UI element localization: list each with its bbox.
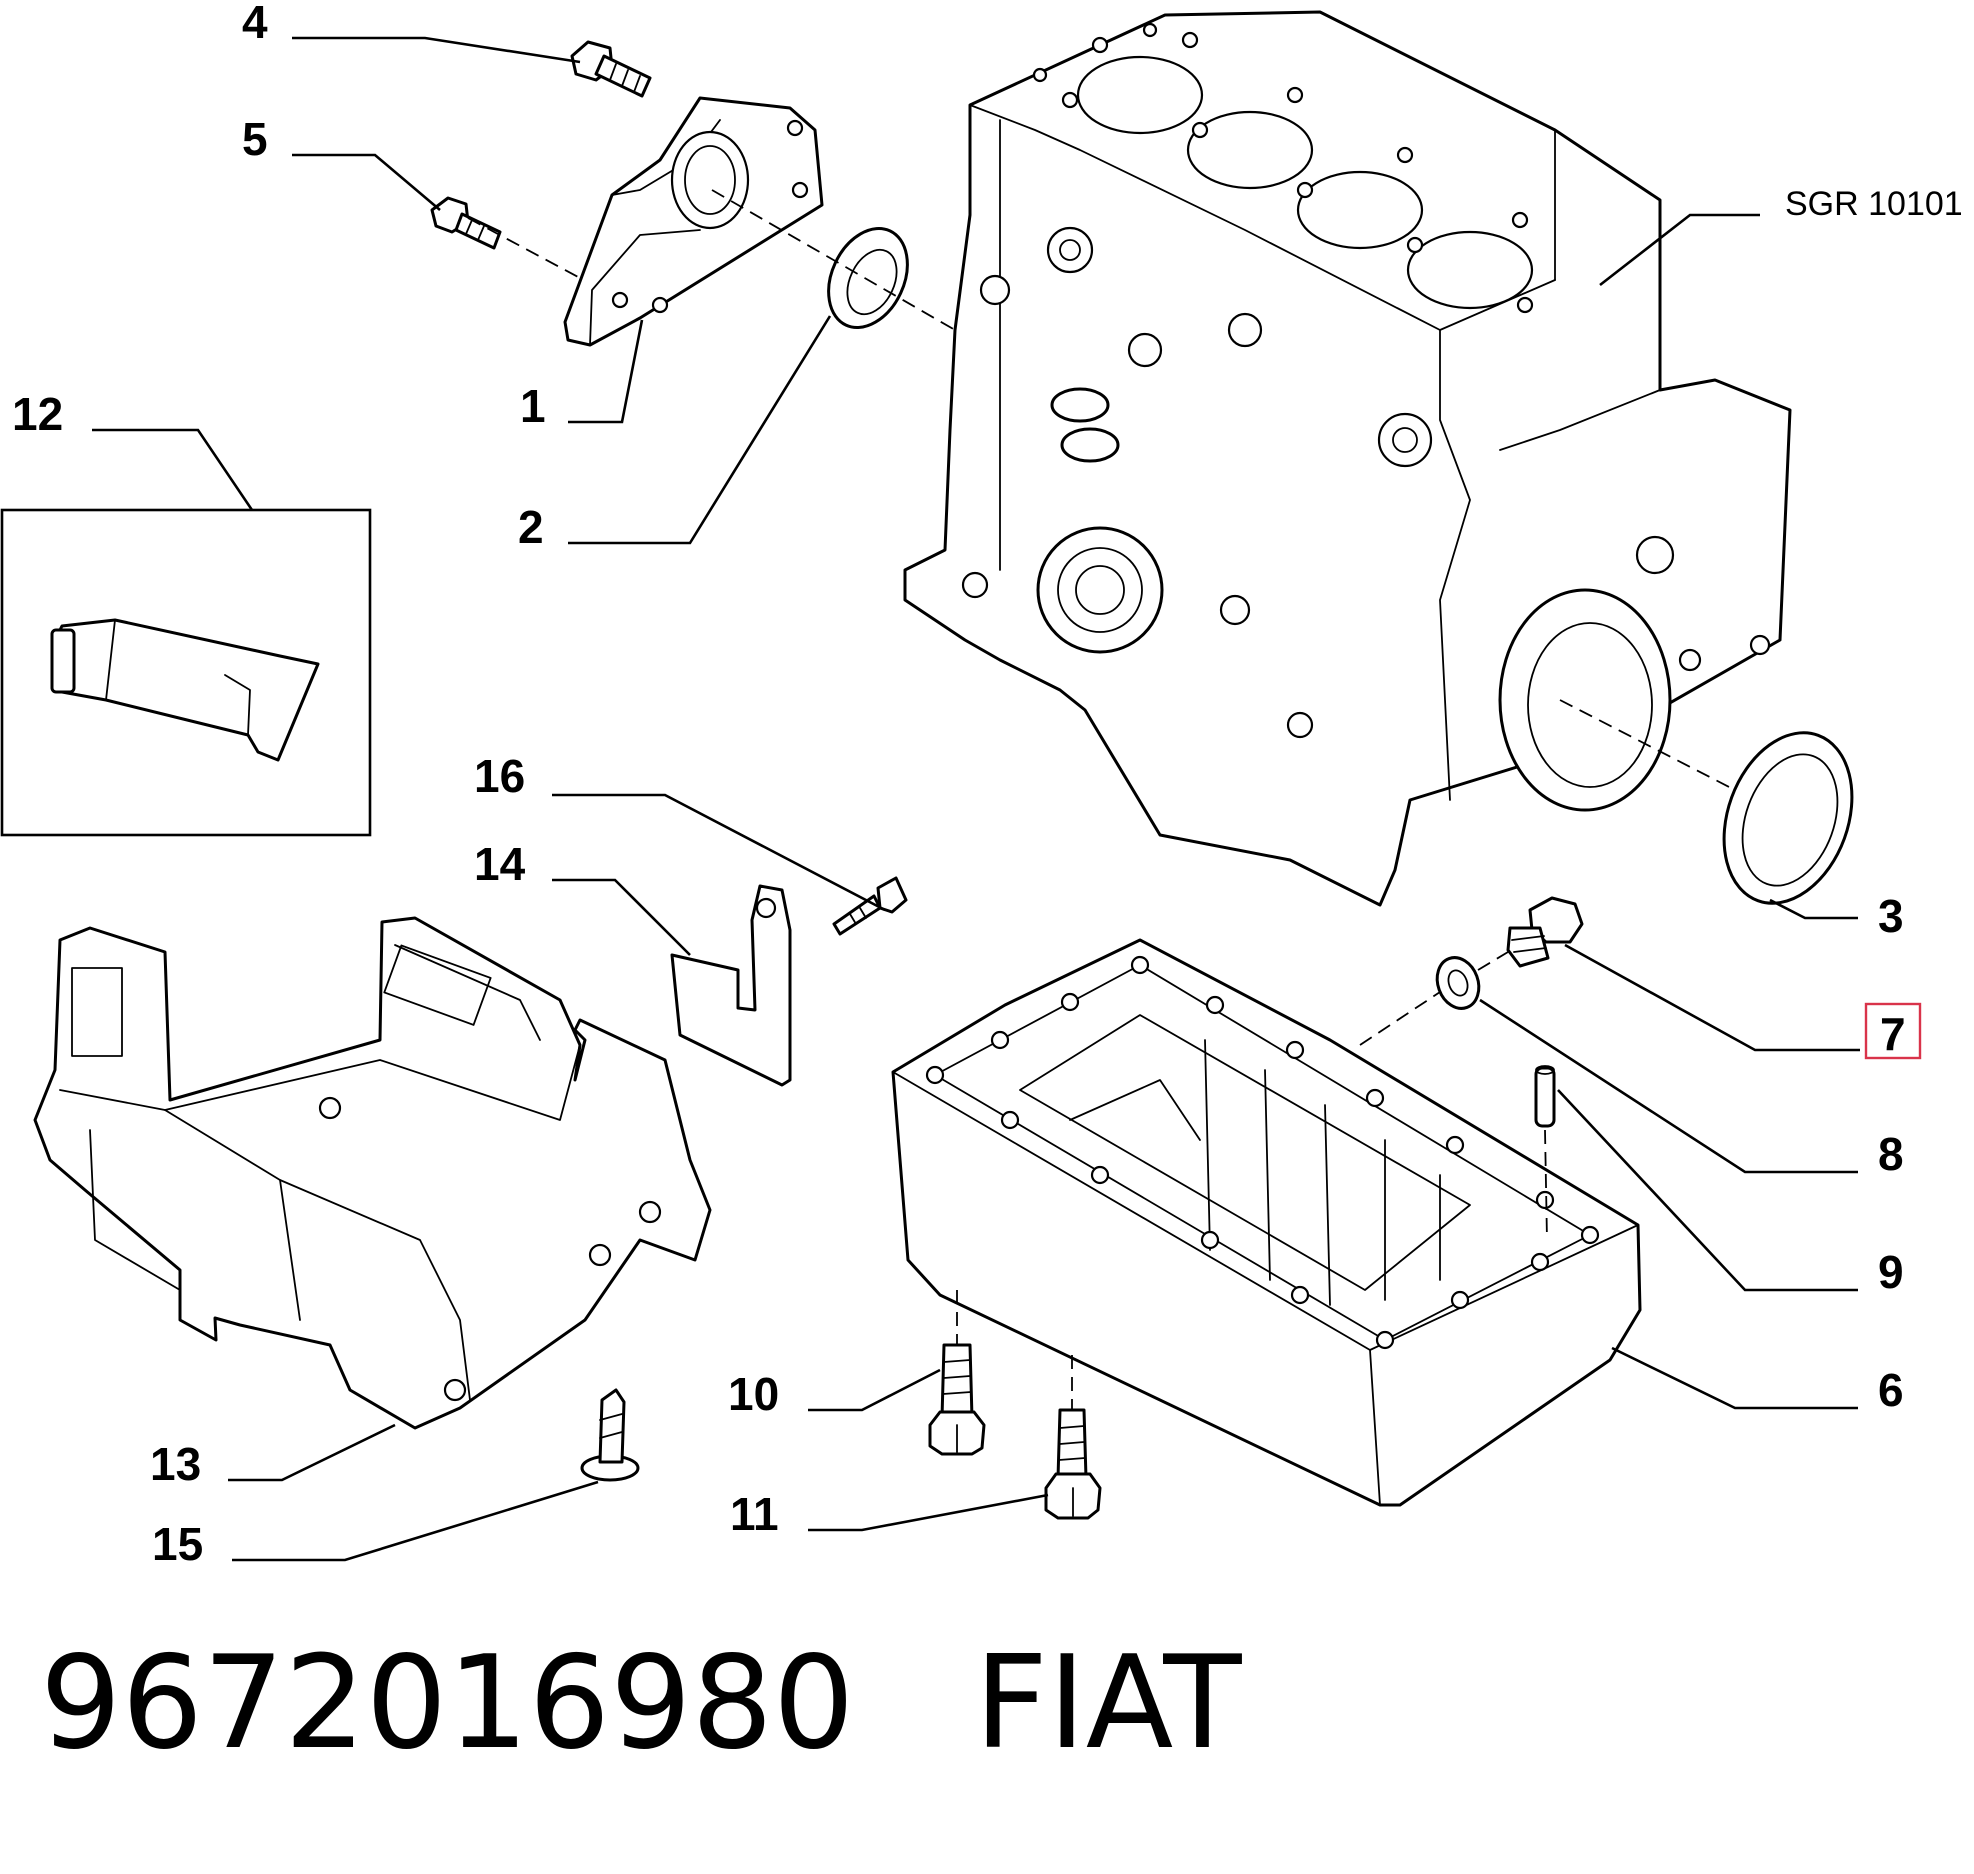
- dowel-pin-9: [1534, 1065, 1556, 1128]
- head-bolt-holes: [1032, 22, 1534, 314]
- sealant-tube-box: [0, 508, 372, 837]
- callout-7-highlighted: 7: [1880, 1008, 1906, 1060]
- bracket-14: [670, 884, 792, 1087]
- callout-11: 11: [730, 1488, 779, 1540]
- washer-8: [1435, 956, 1481, 1010]
- callout-5: 5: [242, 113, 268, 165]
- oil-pan-bolt-holes: [925, 955, 1600, 1350]
- leader-lines: [92, 36, 1860, 1562]
- callout-9: 9: [1878, 1246, 1904, 1298]
- callout-3: 3: [1878, 890, 1904, 942]
- callout-15: 15: [152, 1518, 203, 1570]
- callout-14: 14: [474, 838, 526, 890]
- rear-seal-bore: [1498, 588, 1672, 812]
- rear-oil-seal: [1722, 731, 1854, 905]
- callout-13: 13: [150, 1438, 201, 1490]
- under-shield-13: [33, 916, 712, 1430]
- bolt-5: [430, 196, 502, 250]
- callout-labels: 4 5 1 2 12 16 14 13 15 10 11 3 7 8 9 6 S…: [12, 0, 1963, 1570]
- screw-15: [580, 1388, 640, 1482]
- engine-block: [903, 10, 1792, 907]
- assembly-reference: SGR 10101: [1785, 185, 1963, 223]
- highlight-box: [1864, 1002, 1922, 1060]
- callout-10: 10: [728, 1368, 779, 1420]
- assembly-axes: [467, 189, 1736, 1410]
- callout-16: 16: [474, 750, 525, 802]
- part-number: 9672016980: [40, 1629, 855, 1778]
- callout-1: 1: [520, 380, 546, 432]
- oil-pan-6: [891, 938, 1642, 1507]
- block-bosses: [961, 226, 1771, 739]
- callout-6: 6: [1878, 1364, 1904, 1416]
- callout-4: 4: [242, 0, 268, 48]
- callout-2: 2: [518, 501, 544, 553]
- front-oil-seal: [827, 226, 909, 330]
- drain-plug-7: [1506, 896, 1584, 968]
- bolt-11: [1044, 1408, 1102, 1520]
- screw-16: [832, 876, 908, 936]
- callout-8: 8: [1878, 1128, 1904, 1180]
- front-crank-boss: [1036, 526, 1164, 654]
- brand-name: FIAT: [974, 1629, 1242, 1778]
- front-crankshaft-cover: [563, 96, 824, 347]
- bolt-4: [570, 40, 652, 98]
- cylinder-bores: [1076, 55, 1534, 310]
- bolt-10: [928, 1343, 986, 1456]
- callout-12: 12: [12, 388, 63, 440]
